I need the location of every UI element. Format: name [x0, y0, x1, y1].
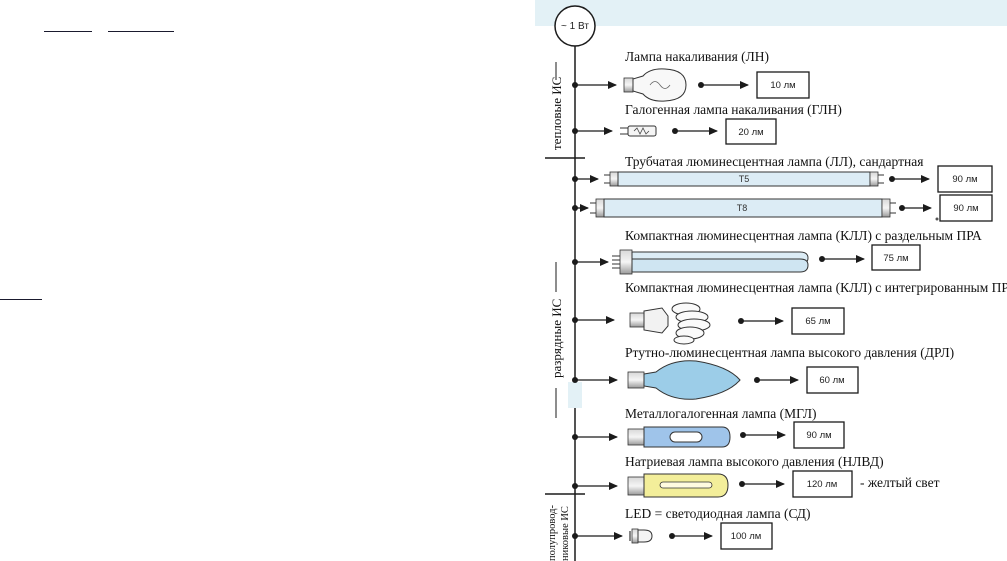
value-t5: 90 лм	[952, 174, 977, 185]
row-led: LED = светодиодная лампа (СД) 100 лм	[572, 506, 811, 550]
value-led: 100 лм	[731, 531, 762, 542]
row-cfl-integrated: Компактная люминесцентная лампа (КЛЛ) с …	[572, 280, 1007, 345]
value-t8: 90 лм	[953, 203, 978, 214]
t8-label: T8	[737, 203, 748, 213]
cfl-spiral-icon	[629, 302, 711, 345]
category-thermal: тепловые ИС	[549, 77, 564, 150]
halogen-lamp-icon	[620, 125, 657, 137]
scan-mark-2	[108, 31, 174, 32]
row-cfl-separate: Компактная люминесцентная лампа (КЛЛ) с …	[572, 228, 982, 275]
trunk-highlight	[568, 382, 582, 408]
t8-tube-icon: T8	[590, 198, 896, 218]
value-halogen: 20 лм	[738, 127, 763, 138]
row-incandescent: Лампа накаливания (ЛН) 10 лм	[572, 49, 810, 102]
row-halogen: Галогенная лампа накаливания (ГЛН) 20 лм	[572, 102, 842, 145]
lamp-title-fluorescent: Трубчатая люминесцентная лампа (ЛЛ), сан…	[625, 154, 923, 169]
lamp-title-mercury: Ртутно-люминесцентная лампа высокого дав…	[625, 345, 954, 360]
category-semiconductor-2: никовые ИС	[560, 506, 571, 561]
value-cfl-separate: 75 лм	[883, 253, 908, 264]
lamp-title-sodium: Натриевая лампа высокого давления (НЛВД)	[625, 454, 884, 469]
scan-mark-1	[44, 31, 92, 32]
lamp-title-cfl-integrated: Компактная люминесцентная лампа (КЛЛ) с …	[625, 280, 1007, 295]
value-sodium: 120 лм	[807, 479, 838, 490]
category-semiconductor-1: полупровод-	[547, 504, 558, 561]
metal-halide-lamp-icon	[627, 426, 731, 448]
lamp-title-cfl-separate: Компактная люминесцентная лампа (КЛЛ) с …	[625, 228, 982, 243]
lamp-title-metal-halide: Металлогалогенная лампа (МГЛ)	[625, 406, 817, 421]
row-sodium: Натриевая лампа высокого давления (НЛВД)…	[572, 454, 940, 498]
value-metal-halide: 90 лм	[806, 430, 831, 441]
cfl-separate-icon	[612, 249, 809, 275]
incandescent-bulb-icon	[623, 68, 687, 102]
value-incandescent: 10 лм	[770, 80, 795, 91]
sodium-lamp-icon	[627, 473, 729, 498]
header-band	[535, 0, 1007, 26]
value-cfl-integrated: 65 лм	[805, 316, 830, 327]
mercury-lamp-icon	[627, 360, 741, 400]
row-metal-halide: Металлогалогенная лампа (МГЛ) 90 лм	[572, 406, 845, 449]
source-label: ~ 1 Вт	[561, 21, 589, 32]
category-discharge: разрядные ИС	[549, 299, 564, 378]
led-icon	[629, 528, 653, 544]
note-sodium: - желтый свет	[860, 475, 940, 490]
lamp-title-incandescent: Лампа накаливания (ЛН)	[625, 49, 769, 64]
scan-mark-3	[0, 299, 42, 300]
value-mercury: 60 лм	[819, 375, 844, 386]
t5-tube-icon: T5	[604, 171, 884, 187]
lamp-title-led: LED = светодиодная лампа (СД)	[625, 506, 811, 521]
row-fluorescent-tube: Трубчатая люминесцентная лампа (ЛЛ), сан…	[572, 154, 993, 222]
lamp-title-halogen: Галогенная лампа накаливания (ГЛН)	[625, 102, 842, 117]
source-node: ~ 1 Вт	[554, 5, 596, 47]
t5-label: T5	[739, 174, 750, 184]
row-mercury: Ртутно-люминесцентная лампа высокого дав…	[572, 345, 954, 400]
